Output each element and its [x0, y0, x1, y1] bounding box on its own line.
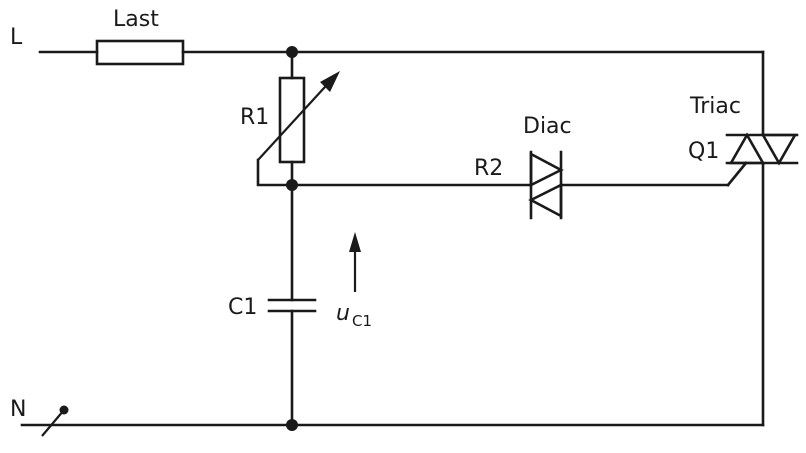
junction-node-bottom: [286, 419, 298, 431]
triac-symbol: [725, 132, 799, 166]
voltage-arrow: [349, 232, 361, 292]
label-neutral: N: [10, 397, 26, 422]
label-q1: Q1: [688, 139, 719, 164]
label-triac: Triac: [689, 94, 741, 119]
line-wire-top: [38, 50, 765, 137]
label-c1: C1: [228, 295, 257, 320]
diac-symbol: [528, 150, 564, 220]
label-voltage: u: [336, 301, 350, 326]
potentiometer-r1: [256, 71, 340, 187]
junction-node-mid: [286, 179, 298, 191]
junction-node-top: [286, 46, 298, 58]
label-diac: Diac: [523, 114, 572, 139]
label-r1: R1: [240, 105, 269, 130]
label-line: L: [10, 25, 23, 50]
label-voltage-subscript: C1: [352, 312, 372, 330]
load-resistor: [95, 39, 185, 66]
gate-wire: [290, 161, 748, 187]
neutral-wire: [20, 405, 765, 437]
label-r2: R2: [474, 156, 503, 181]
capacitor-c1: [267, 298, 317, 313]
label-load: Last: [113, 7, 159, 32]
